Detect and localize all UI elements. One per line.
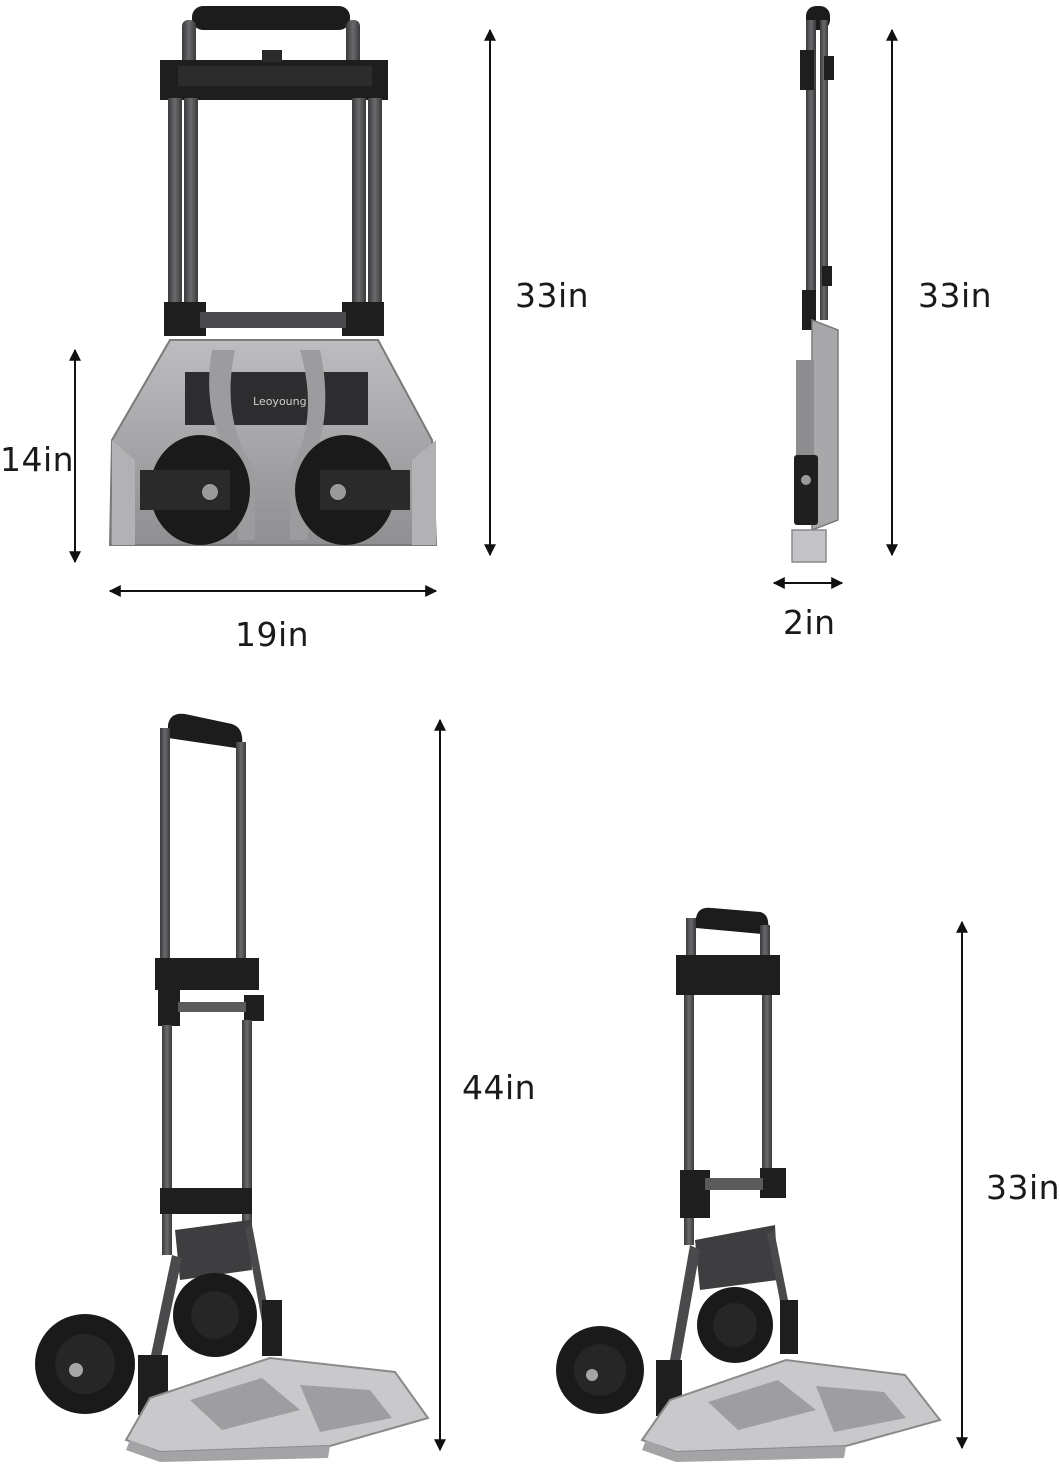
extended-handle-grip xyxy=(168,713,243,748)
short-handle-grip xyxy=(696,907,769,934)
label-folded-depth: 2in xyxy=(783,603,836,642)
label-extended-height: 44in xyxy=(462,1068,537,1107)
label-short-height: 33in xyxy=(986,1168,1060,1207)
extended-hand-truck xyxy=(35,713,430,1462)
side-wheel xyxy=(794,455,818,525)
brand-mark: Leoyoung xyxy=(253,395,307,408)
label-folded-width: 19in xyxy=(235,615,310,654)
folded-front-view: Leoyoung xyxy=(108,6,438,546)
short-upper-bracket xyxy=(676,955,780,995)
label-folded-side-height: 33in xyxy=(918,276,993,315)
folded-side-view xyxy=(791,6,839,563)
extended-middle-bracket xyxy=(155,958,259,990)
handle-grip xyxy=(192,6,350,30)
label-folded-plate-height: 14in xyxy=(0,440,75,479)
short-hand-truck xyxy=(556,907,942,1462)
label-folded-front-height: 33in xyxy=(515,276,590,315)
